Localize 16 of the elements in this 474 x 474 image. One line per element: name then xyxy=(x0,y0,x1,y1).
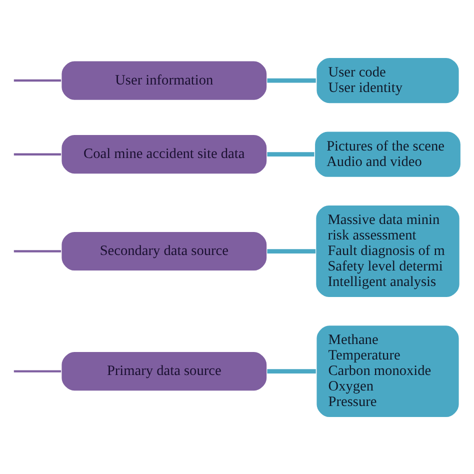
node-box: Pictures of the scene Audio and video xyxy=(314,130,462,178)
node-box: Primary data source xyxy=(60,350,268,392)
connector xyxy=(14,152,62,155)
connector xyxy=(14,370,62,372)
node-box: Methane Temperature Carbon monoxide Oxygen Pressure xyxy=(316,324,460,418)
node-box: Secondary data source xyxy=(60,230,268,272)
connector xyxy=(14,78,62,82)
node-box: User code User identity xyxy=(316,56,460,104)
connector xyxy=(267,78,316,82)
connector xyxy=(14,250,62,252)
connector xyxy=(267,152,314,156)
node-box: User information xyxy=(60,60,268,100)
connector xyxy=(267,248,316,253)
node-box: Massive data minin risk assessment Fault diagnosis of m Safety level determi Intelligent analysis xyxy=(315,204,460,298)
connector xyxy=(267,368,316,374)
node-box: Coal mine accident site data xyxy=(60,133,268,174)
